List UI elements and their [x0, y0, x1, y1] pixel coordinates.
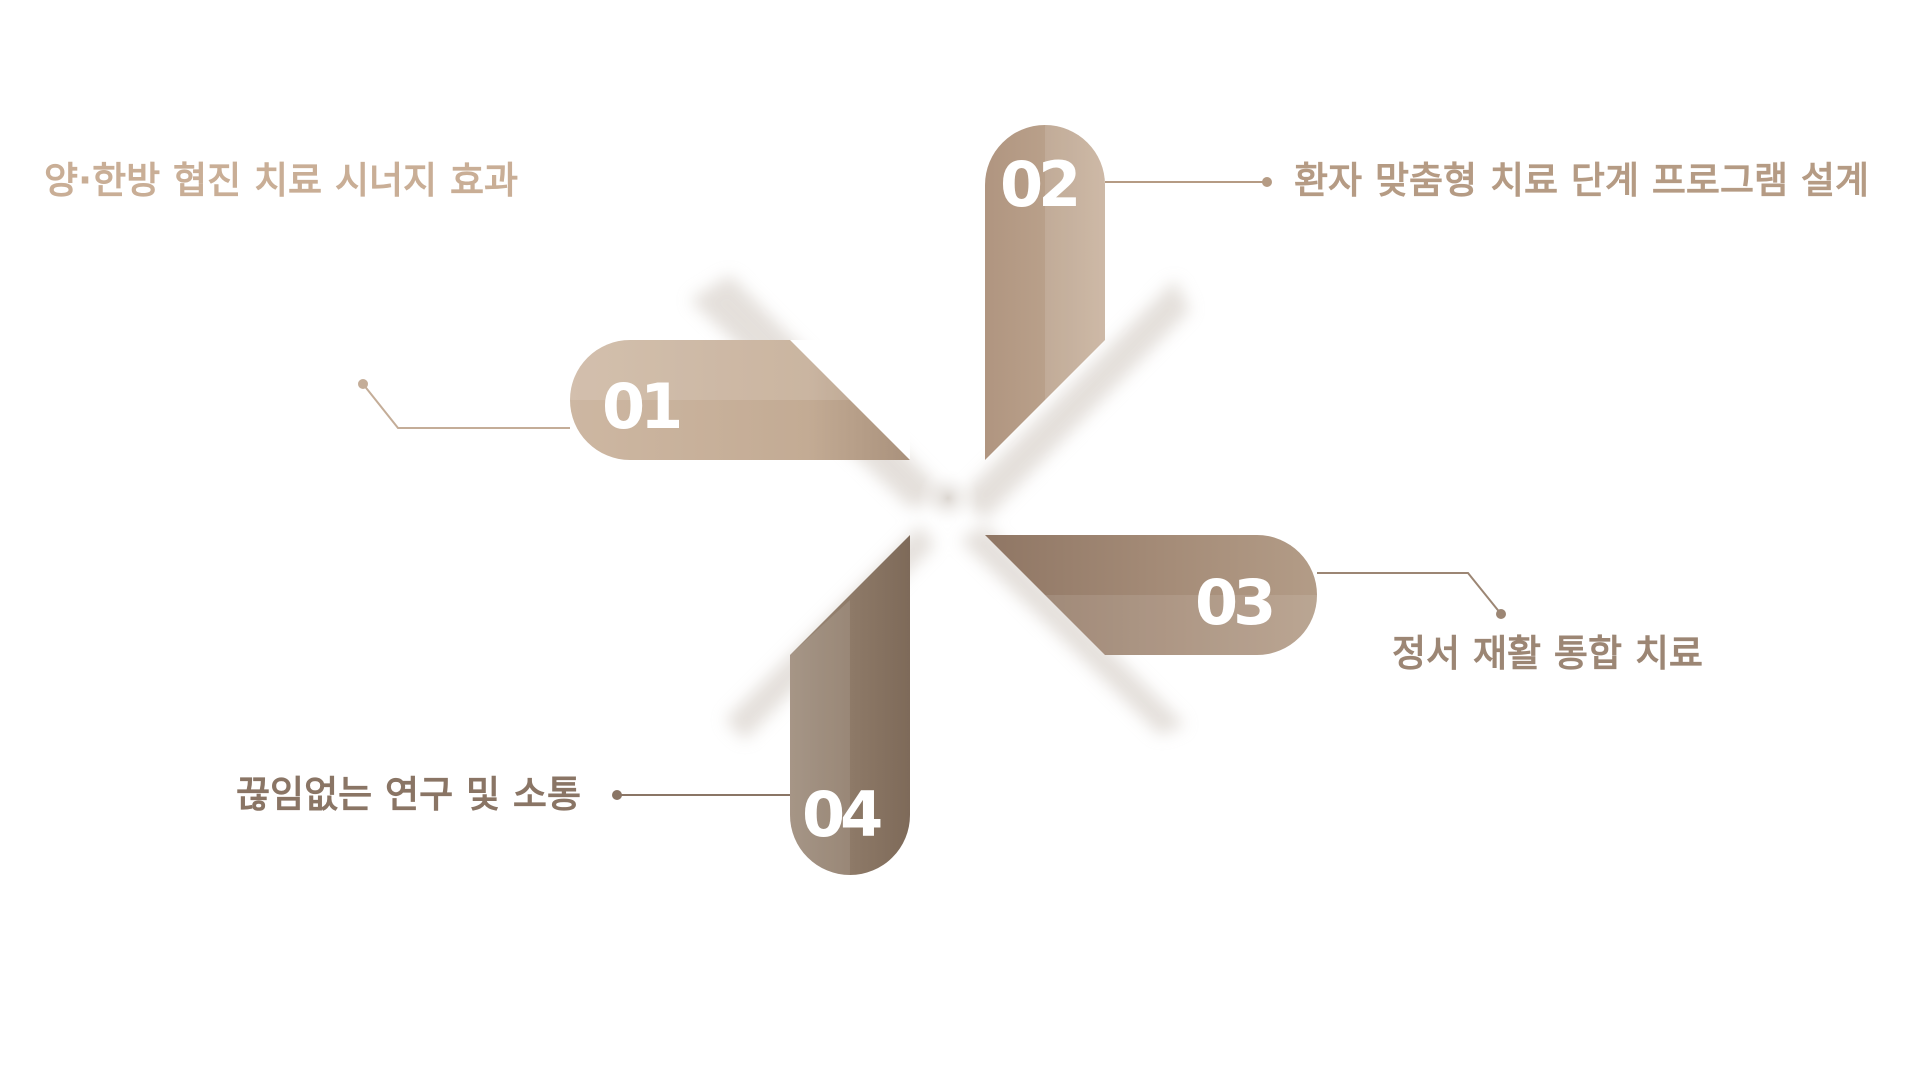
- petal-02: 02: [985, 125, 1105, 460]
- center-glow: [918, 468, 978, 528]
- connector-04: [612, 790, 790, 800]
- connector-01: [358, 379, 570, 429]
- petal-04: 04: [790, 535, 910, 875]
- label-03: 정서 재활 통합 치료: [1392, 632, 1703, 675]
- number-04: 04: [802, 778, 881, 851]
- number-01: 01: [602, 370, 679, 443]
- number-03: 03: [1195, 566, 1272, 639]
- number-02: 02: [1000, 148, 1076, 221]
- connector-03: [1317, 572, 1506, 619]
- label-01: 양·한방 협진 치료 시너지 효과: [44, 159, 519, 202]
- label-04: 끊임없는 연구 및 소통: [236, 773, 582, 816]
- petal-01: 01: [570, 340, 910, 460]
- petal-03: 03: [985, 535, 1317, 655]
- label-02: 환자 맞춤형 치료 단계 프로그램 설계: [1294, 159, 1870, 202]
- connector-02: [1105, 177, 1272, 187]
